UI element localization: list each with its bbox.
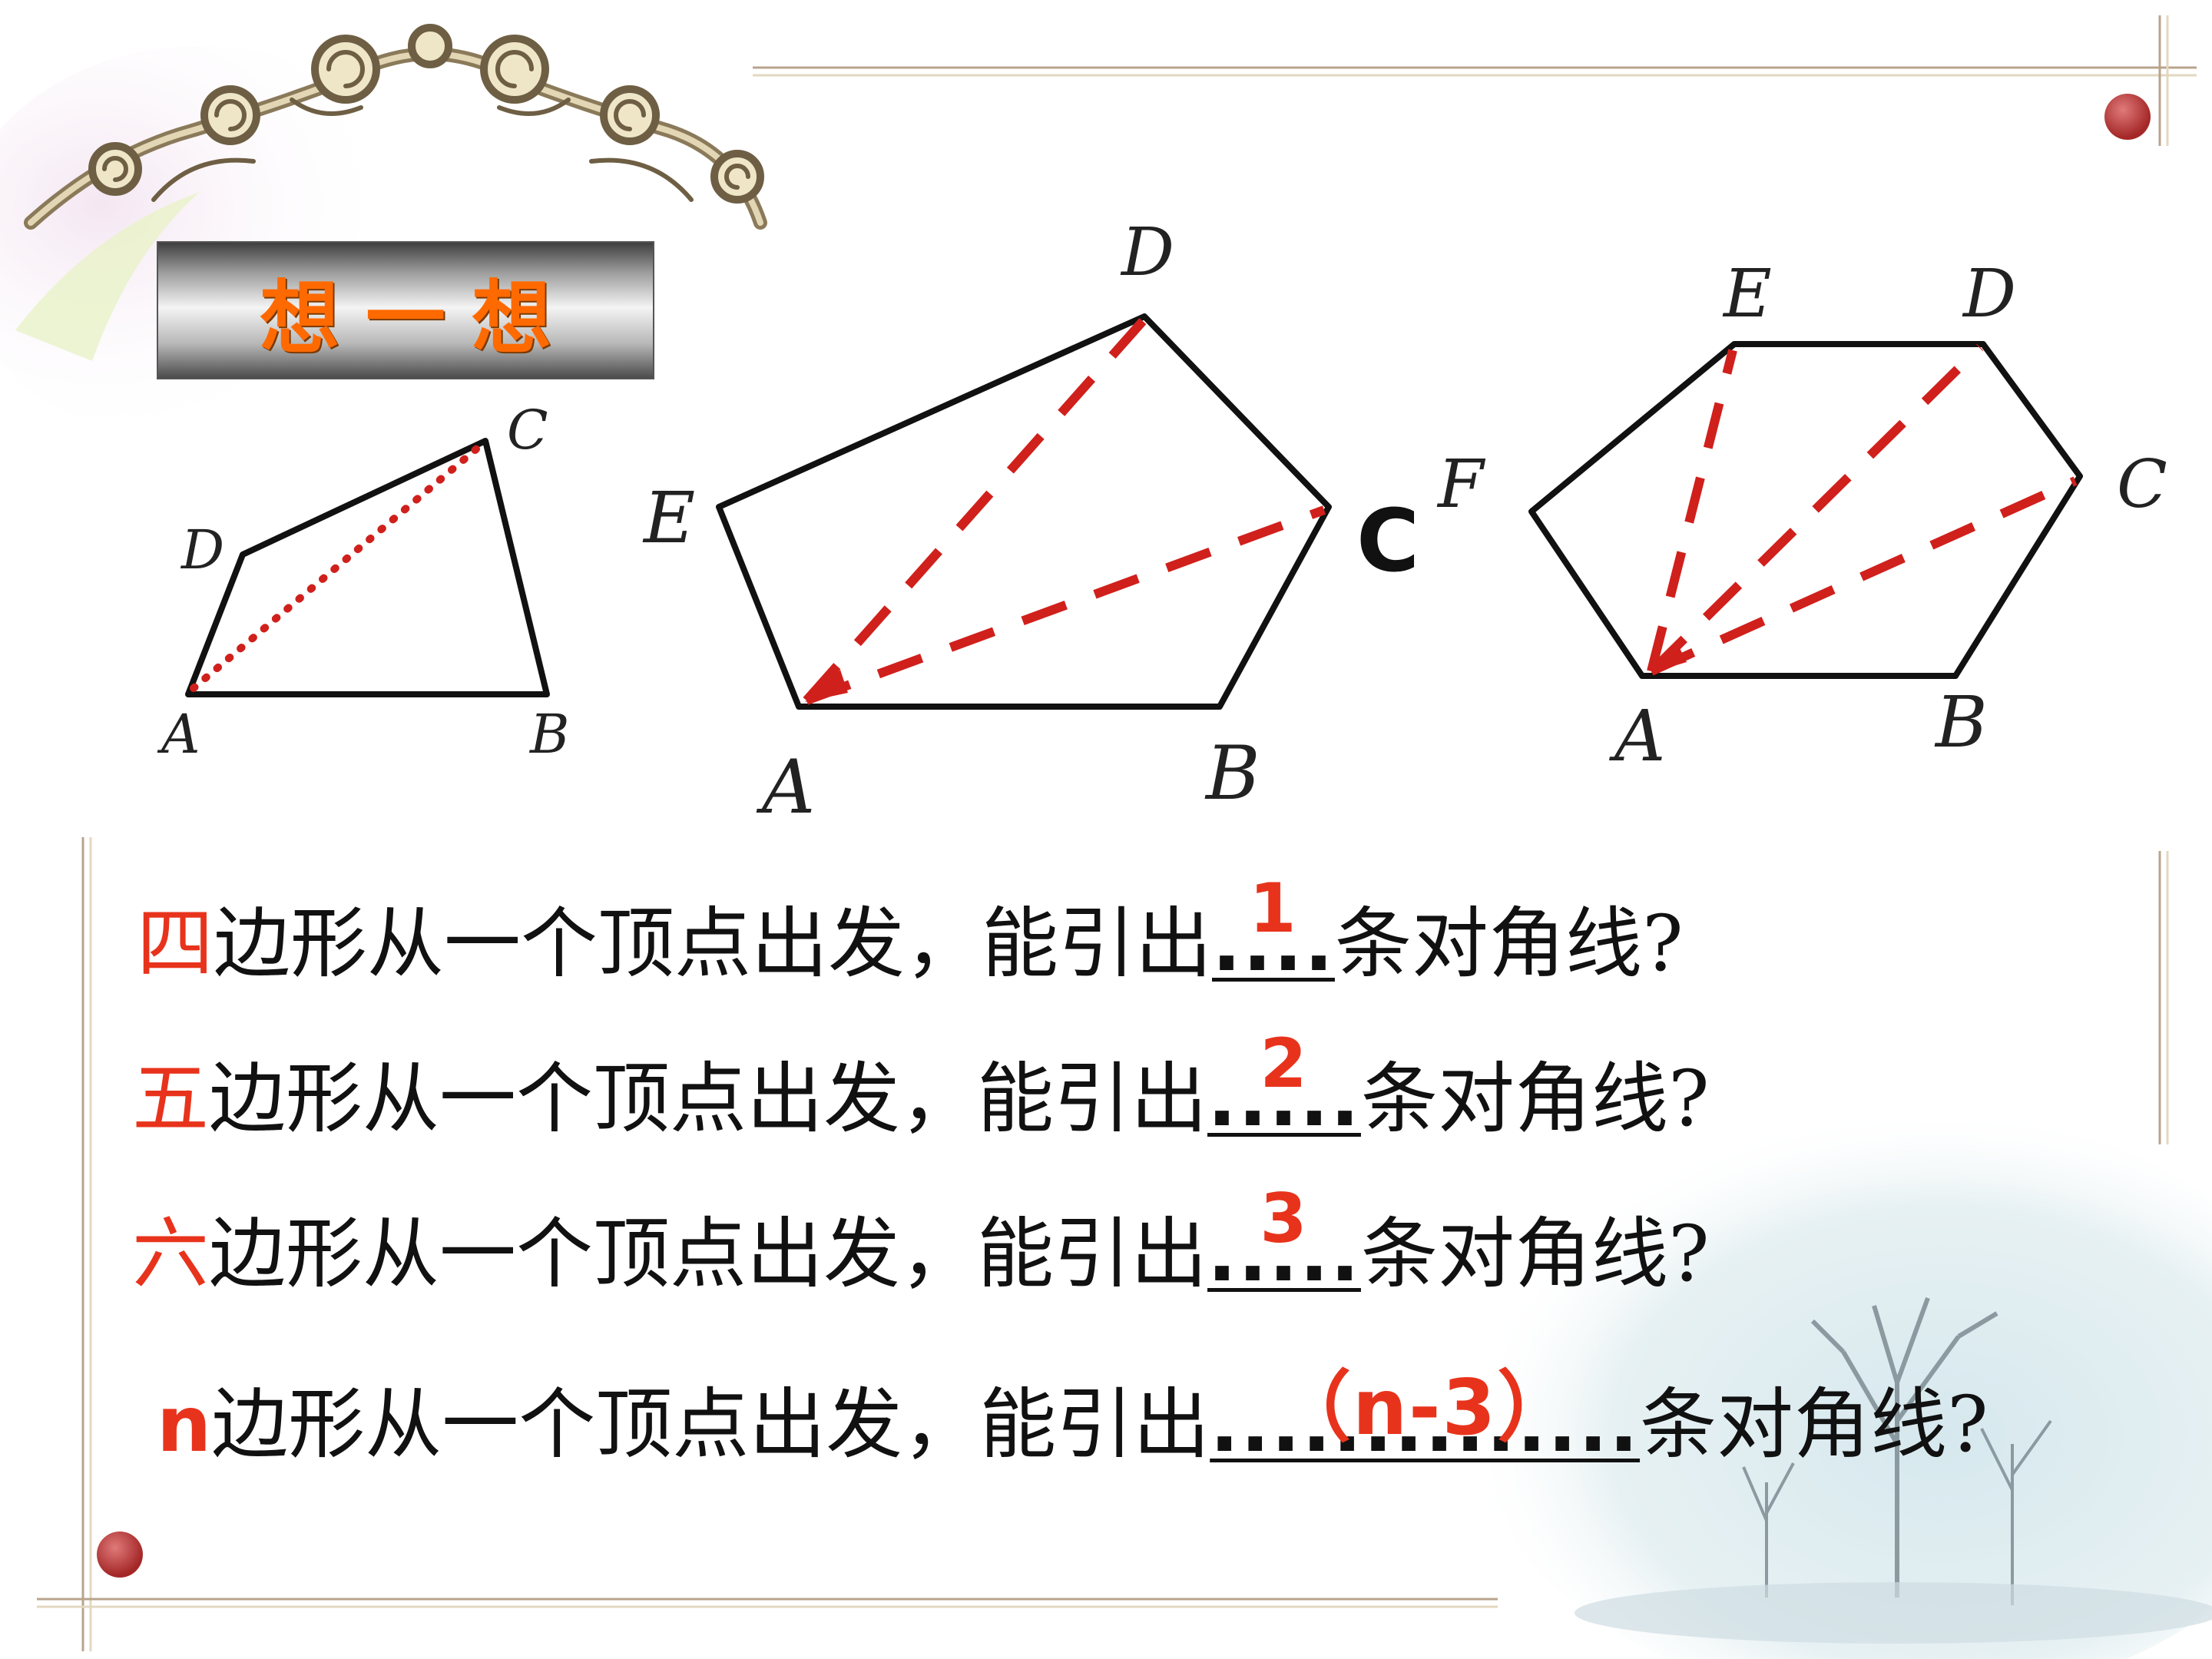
vertex-label-quad-d: D <box>180 518 224 581</box>
vertex-label-pent-e: E <box>642 477 695 559</box>
question-text-after: 条对角线? <box>1360 1054 1710 1144</box>
answer-value: 1 <box>1249 869 1298 948</box>
leaf-decoration <box>15 192 200 361</box>
vertex-label-hex-f: F <box>1436 446 1486 523</box>
quadrilateral-diagonal-ac <box>190 440 486 692</box>
question-text-before: 边形从一个顶点出发，能引出 <box>211 1379 1210 1469</box>
vertex-label-quad-c: C <box>507 399 548 462</box>
vertex-label-quad-b: B <box>528 703 569 766</box>
blank-dots: ..... <box>1207 1054 1361 1144</box>
answer-blank: .....2 <box>1207 1024 1361 1144</box>
hexagon-diagonal-ad <box>1647 343 1984 675</box>
hexagon-arrow-head <box>1651 641 1687 673</box>
hexagon-figure <box>1528 341 2083 679</box>
vertex-label-hex-e: E <box>1722 256 1772 333</box>
blank-dots: .... <box>1212 899 1335 988</box>
blank-dots: .............. <box>1210 1379 1641 1469</box>
vertex-label-hex-b: B <box>1934 681 1988 763</box>
pentagon-figure <box>716 313 1332 710</box>
pentagon-outline <box>716 313 1332 710</box>
quadrilateral-figure <box>185 438 550 697</box>
ornament-scroll <box>24 24 767 230</box>
hexagon-diagonal-ac <box>1649 476 2078 676</box>
answer-value: 2 <box>1260 1024 1309 1103</box>
tree-illustration <box>1742 1296 2052 1605</box>
question-lead: 六 <box>132 1209 209 1299</box>
vertex-label-hex-a: A <box>1608 695 1665 777</box>
question-text-before: 边形从一个顶点出发，能引出 <box>214 899 1212 988</box>
answer-value: （n-3） <box>1273 1363 1576 1452</box>
decorative-dot-top <box>2104 94 2151 140</box>
slide-title: 想一想 <box>259 270 578 365</box>
pentagon-arrow-head <box>805 670 848 702</box>
snow-ground <box>1575 1582 2212 1644</box>
question-text-after: 条对角线? <box>1640 1379 1988 1469</box>
question-lead: 五 <box>132 1054 209 1144</box>
question-text-after: 条对角线? <box>1334 899 1684 988</box>
vertex-label-quad-a: A <box>157 703 200 766</box>
winter-scenery <box>1467 1106 2212 1659</box>
answer-blank: ....1 <box>1212 869 1335 988</box>
title-plaque: 想一想 <box>157 241 654 379</box>
vertex-label-pent-a: A <box>756 744 815 830</box>
question-lead: n <box>157 1379 212 1469</box>
question-text-after: 条对角线? <box>1360 1209 1710 1299</box>
answer-blank: .....3 <box>1207 1179 1361 1299</box>
pentagon-diagonal-ad <box>803 318 1147 704</box>
answer-value: 3 <box>1260 1179 1309 1258</box>
stray-label-c: C <box>1356 492 1420 591</box>
question-lead: 四 <box>137 899 214 988</box>
quadrilateral-outline <box>185 438 550 697</box>
hexagon-diagonal-ae <box>1647 349 1737 673</box>
vertex-label-hex-d: D <box>1962 256 2016 333</box>
blank-dots: ..... <box>1207 1209 1361 1299</box>
vertex-label-hex-c: C <box>2117 446 2167 523</box>
vertex-label-pent-b: B <box>1204 730 1260 816</box>
decorative-dot-bottom <box>97 1532 143 1578</box>
answer-blank: ..............（n-3） <box>1210 1366 1641 1469</box>
vertex-label-pent-d: D <box>1120 214 1174 291</box>
question-text-before: 边形从一个顶点出发，能引出 <box>209 1054 1207 1144</box>
question-row-n-gon: n边形从一个顶点出发，能引出..............（n-3）条对角线? <box>157 1366 1988 1469</box>
question-text-before: 边形从一个顶点出发，能引出 <box>209 1209 1207 1299</box>
hexagon-outline <box>1528 341 2083 679</box>
pentagon-diagonal-ac <box>804 505 1326 705</box>
